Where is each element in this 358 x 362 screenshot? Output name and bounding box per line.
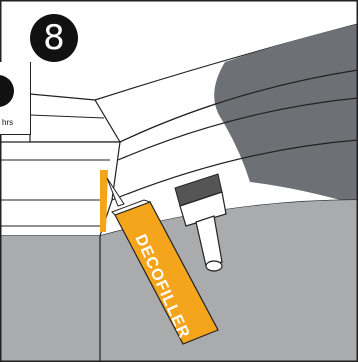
left-wall xyxy=(0,236,100,362)
filler-joint xyxy=(100,170,108,232)
step-number-badge: 8 xyxy=(30,14,78,62)
inset-badge xyxy=(0,75,14,107)
previous-step-inset: hrs xyxy=(0,62,31,135)
inset-duration-text: hrs xyxy=(2,118,13,127)
